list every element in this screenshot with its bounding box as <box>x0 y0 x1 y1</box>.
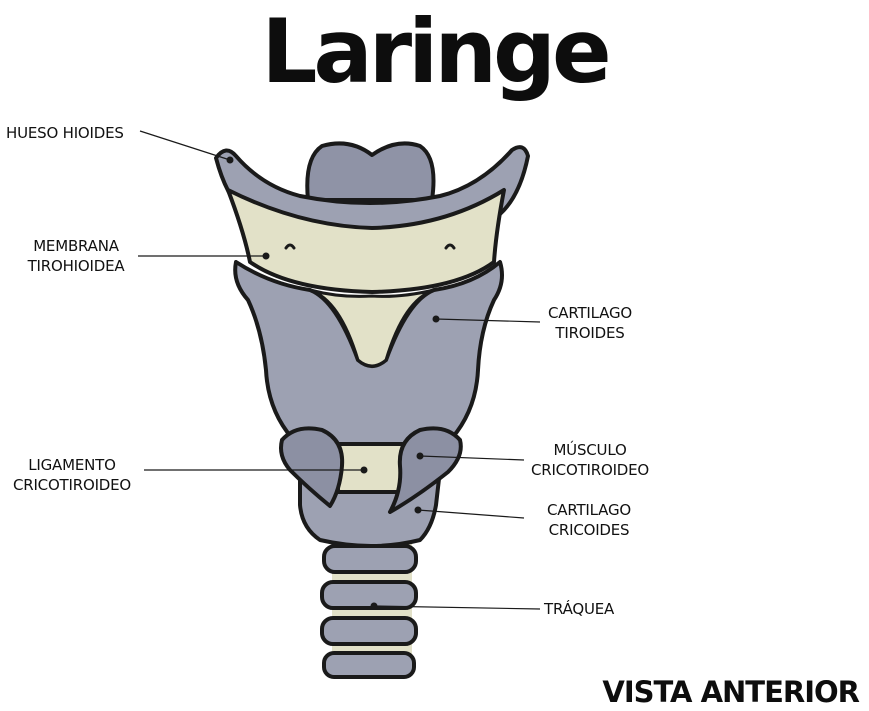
label-traquea: TRÁQUEA <box>544 599 614 619</box>
leader-dot <box>227 157 234 164</box>
trachea-ring <box>322 618 416 644</box>
trachea-ring <box>322 582 416 608</box>
label-cartilago-tiroides: CARTILAGO TIROIDES <box>538 303 642 343</box>
label-hueso-hioides: HUESO HIOIDES <box>6 123 124 143</box>
leader-dot <box>415 507 422 514</box>
cricothyroid-ligament <box>338 444 406 492</box>
trachea <box>322 540 416 677</box>
trachea-ring <box>324 653 414 677</box>
view-label: VISTA ANTERIOR <box>602 674 859 710</box>
leader-dot <box>263 253 270 260</box>
leader-hueso-hioides <box>140 131 230 160</box>
epiglottis <box>307 143 433 200</box>
leader-dot <box>433 316 440 323</box>
label-musculo-cricotiroideo: MÚSCULO CRICOTIROIDEO <box>522 440 658 480</box>
leader-dot <box>361 467 368 474</box>
label-membrana-tirohioidea: MEMBRANA TIROHIOIDEA <box>14 236 138 276</box>
trachea-ring <box>324 546 416 572</box>
label-cartilago-cricoides: CARTILAGO CRICOIDES <box>534 500 644 540</box>
leader-dot <box>371 603 378 610</box>
label-ligamento-cricotiroideo: LIGAMENTO CRICOTIROIDEO <box>2 455 142 495</box>
leader-dot <box>417 453 424 460</box>
